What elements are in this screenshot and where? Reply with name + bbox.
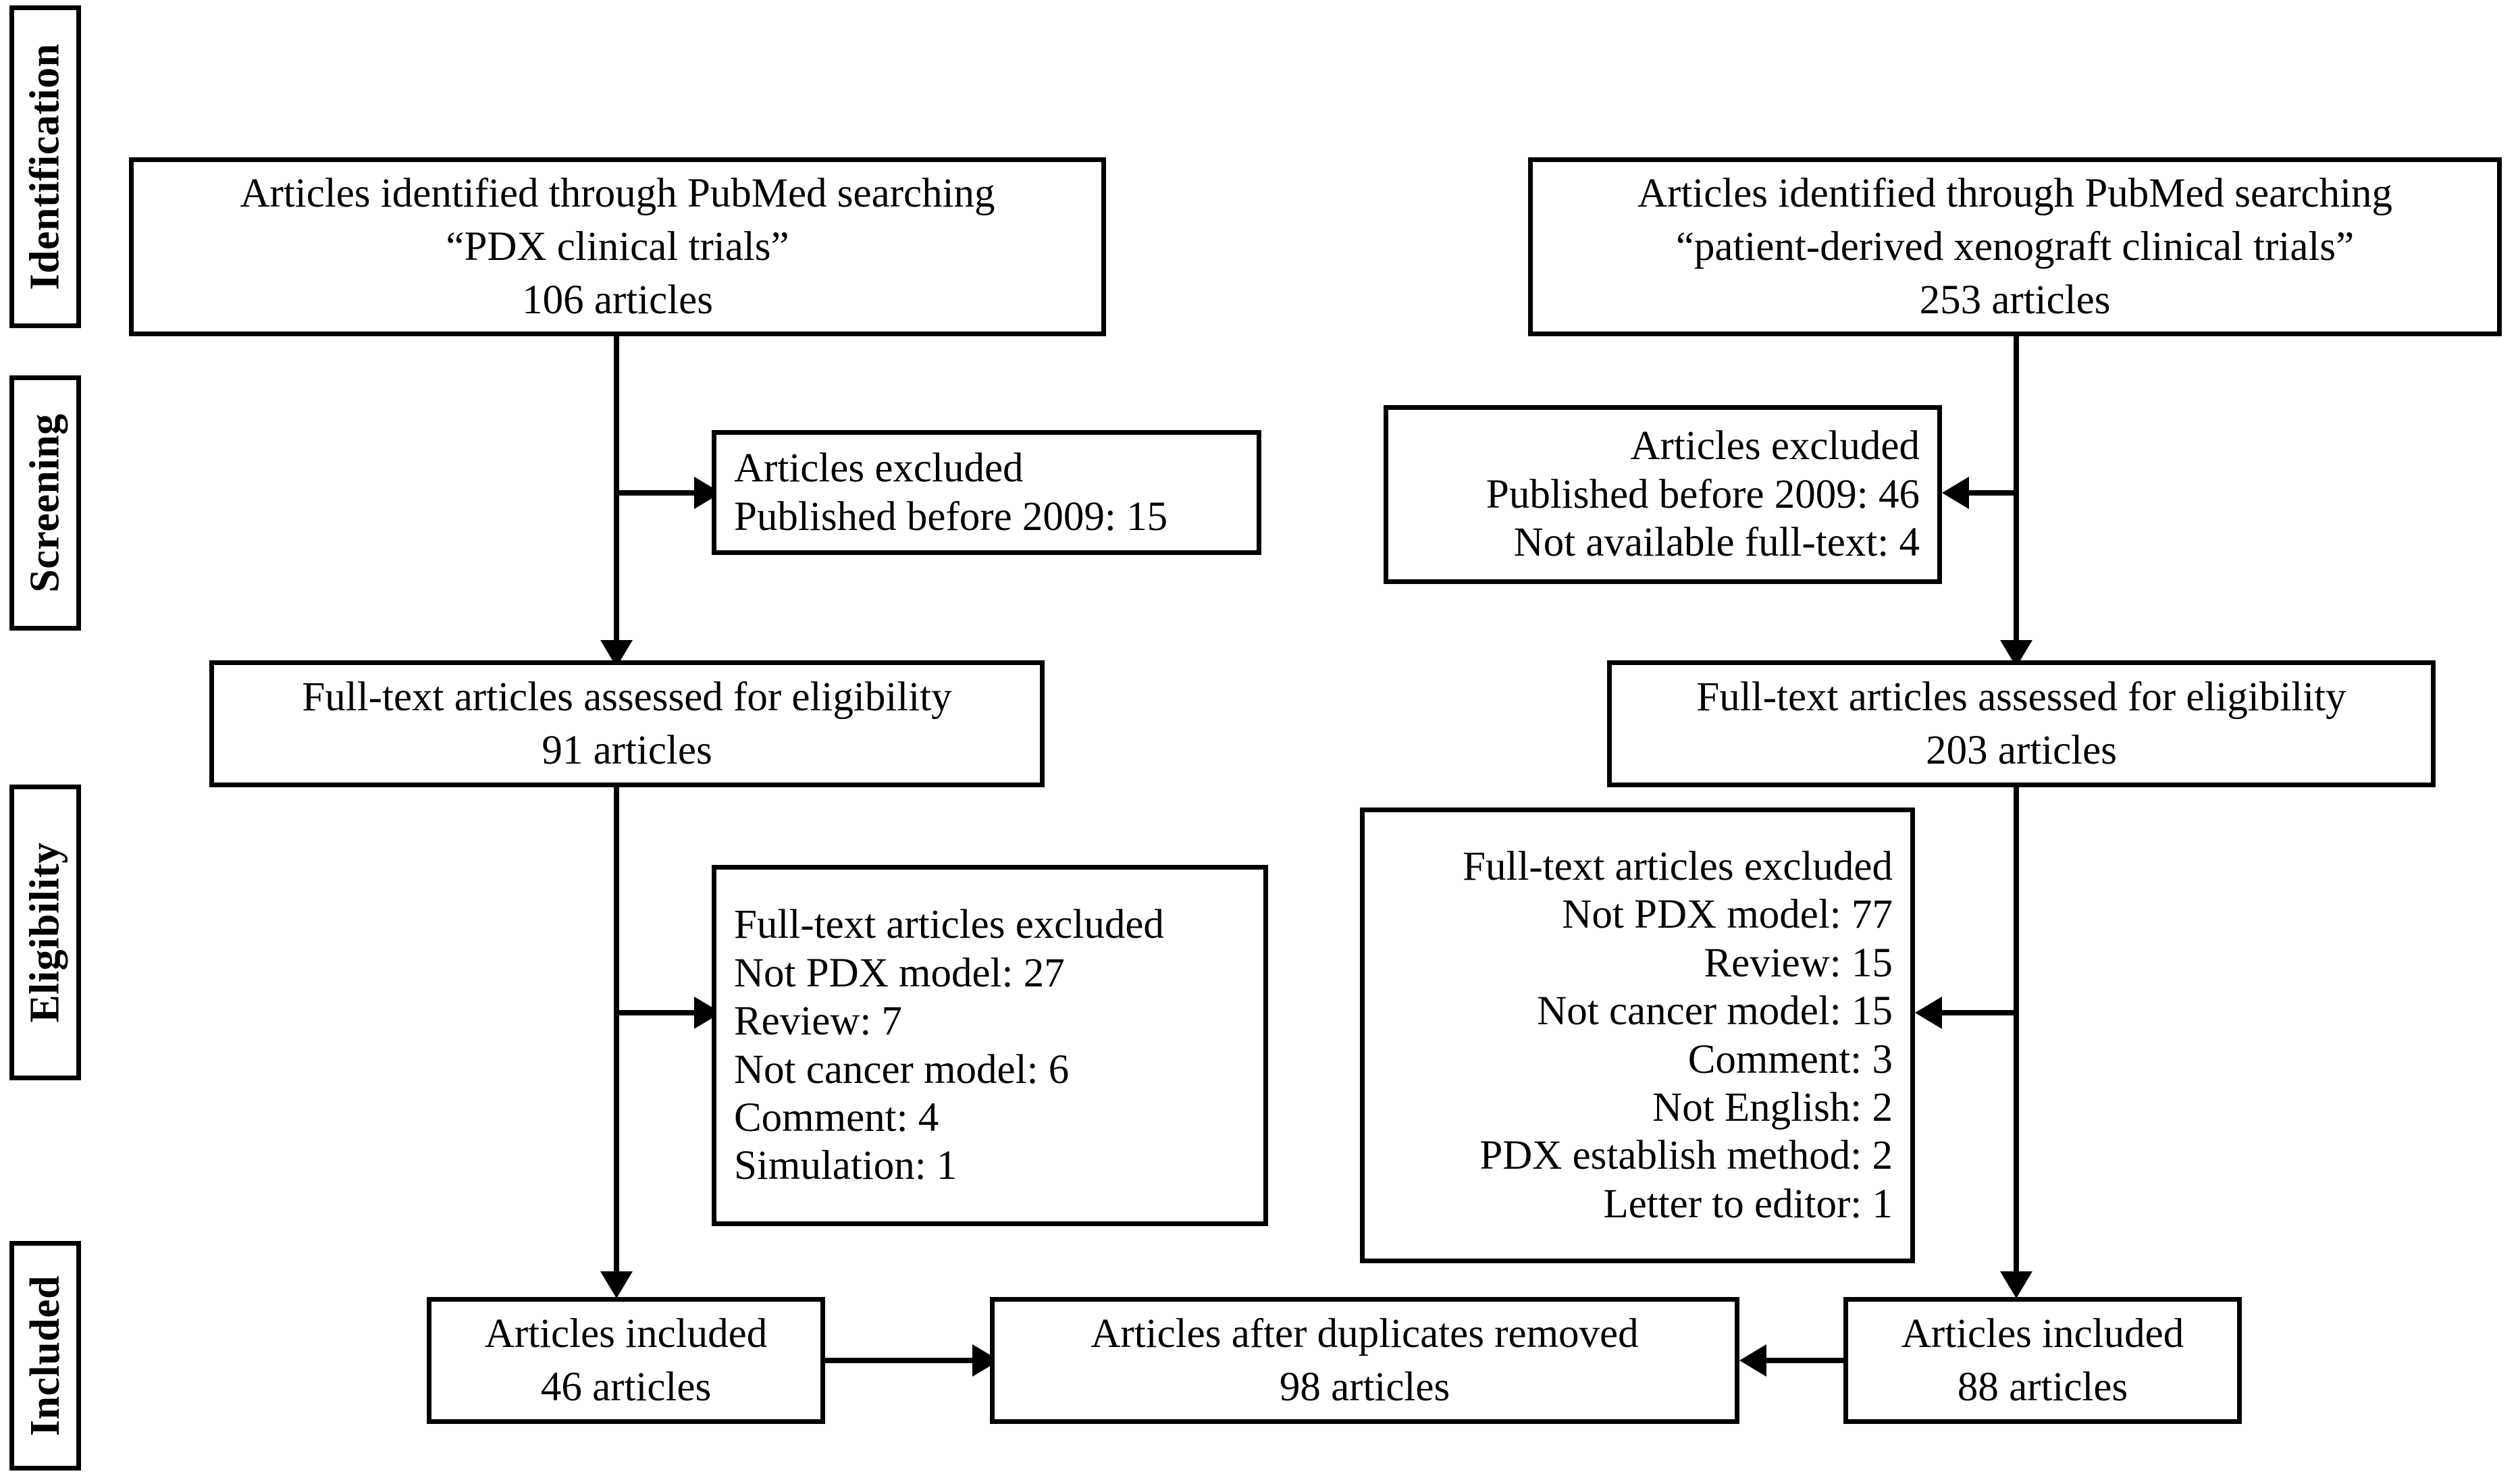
node-right-screening-excluded-line-3: Not available full-text: 4 — [1513, 520, 1920, 566]
node-right-eligibility-excluded-line-5: Comment: 3 — [1687, 1036, 1893, 1082]
connector-left-assessed-to-included — [614, 787, 619, 1278]
stage-label-identification-text: Identification — [22, 43, 69, 290]
node-right-identified: Articles identified through PubMed searc… — [1528, 157, 2502, 336]
node-right-eligibility-excluded-line-6: Not English: 2 — [1652, 1084, 1893, 1130]
node-left-eligibility-excluded: Full-text articles excluded Not PDX mode… — [712, 865, 1268, 1226]
node-left-eligibility-excluded-line-3: Review: 7 — [734, 999, 903, 1044]
connector-left-included-to-merged — [825, 1358, 991, 1363]
node-left-identified-line-1: Articles identified through PubMed searc… — [240, 170, 995, 216]
node-right-screening-excluded-line-1: Articles excluded — [1630, 423, 1920, 469]
node-right-included: Articles included 88 articles — [1843, 1297, 2242, 1424]
connector-right-assessed-to-included — [2014, 787, 2019, 1278]
connector-right-included-to-merged — [1756, 1358, 1843, 1363]
node-left-identified-line-2: “PDX clinical trials” — [446, 223, 789, 269]
node-right-included-line-1: Articles included — [1901, 1311, 2184, 1356]
node-left-eligibility-excluded-line-2: Not PDX model: 27 — [734, 950, 1065, 996]
stage-label-screening: Screening — [9, 375, 81, 631]
node-right-included-line-2: 88 articles — [1957, 1365, 2128, 1410]
node-right-eligibility-excluded-line-3: Review: 15 — [1704, 940, 1893, 986]
arrowhead-right-included-to-merged — [1739, 1344, 1766, 1377]
arrowhead-right-eligibility-excluded — [1915, 997, 1942, 1029]
node-left-eligibility-excluded-line-6: Simulation: 1 — [734, 1143, 957, 1189]
node-left-identified-line-3: 106 articles — [522, 277, 713, 323]
connector-right-to-eligibility-excluded — [1931, 1010, 2019, 1015]
node-right-screening-excluded-line-2: Published before 2009: 46 — [1486, 471, 1920, 517]
node-left-screening-excluded-line-1: Articles excluded — [734, 446, 1024, 492]
stage-label-screening-text: Screening — [22, 413, 68, 593]
node-right-assessed-line-2: 203 articles — [1926, 728, 2117, 773]
node-merged-line-1: Articles after duplicates removed — [1091, 1311, 1639, 1356]
node-right-identified-line-2: “patient-derived xenograft clinical tria… — [1675, 223, 2355, 269]
node-left-assessed: Full-text articles assessed for eligibil… — [209, 660, 1045, 787]
arrowhead-right-assessed-to-included — [2000, 1271, 2032, 1298]
node-right-eligibility-excluded-line-4: Not cancer model: 15 — [1537, 988, 1893, 1034]
stage-label-identification: Identification — [9, 5, 81, 328]
stage-label-eligibility-text: Eligibility — [22, 842, 68, 1023]
node-right-eligibility-excluded-line-2: Not PDX model: 77 — [1562, 892, 1893, 938]
node-right-eligibility-excluded: Full-text articles excluded Not PDX mode… — [1360, 808, 1915, 1263]
node-right-eligibility-excluded-line-7: PDX establish method: 2 — [1479, 1133, 1893, 1179]
node-left-assessed-line-2: 91 articles — [542, 728, 712, 773]
node-left-included-line-1: Articles included — [484, 1311, 768, 1356]
node-left-screening-excluded: Articles excluded Published before 2009:… — [712, 430, 1261, 555]
node-left-included: Articles included 46 articles — [427, 1297, 825, 1424]
node-left-included-line-2: 46 articles — [540, 1365, 712, 1410]
node-right-identified-line-1: Articles identified through PubMed searc… — [1637, 170, 2393, 216]
connector-left-to-screening-excluded — [614, 490, 712, 496]
node-merged-after-duplicates: Articles after duplicates removed 98 art… — [990, 1297, 1739, 1424]
node-left-eligibility-excluded-line-1: Full-text articles excluded — [734, 902, 1164, 948]
node-left-identified: Articles identified through PubMed searc… — [129, 157, 1106, 336]
node-left-screening-excluded-line-2: Published before 2009: 15 — [734, 494, 1168, 539]
node-right-assessed: Full-text articles assessed for eligibil… — [1607, 660, 2436, 787]
node-right-eligibility-excluded-line-1: Full-text articles excluded — [1463, 844, 1893, 890]
node-left-assessed-line-1: Full-text articles assessed for eligibil… — [302, 674, 952, 720]
arrowhead-left-assessed-to-included — [600, 1271, 633, 1298]
node-right-assessed-line-1: Full-text articles assessed for eligibil… — [1696, 674, 2346, 720]
connector-left-to-eligibility-excluded — [614, 1010, 712, 1015]
node-right-screening-excluded: Articles excluded Published before 2009:… — [1384, 405, 1942, 584]
node-right-eligibility-excluded-line-8: Letter to editor: 1 — [1603, 1181, 1893, 1227]
stage-label-included-text: Included — [22, 1275, 69, 1437]
node-merged-line-2: 98 articles — [1279, 1365, 1450, 1410]
connector-right-to-screening-excluded — [1958, 490, 2019, 496]
stage-label-included: Included — [9, 1241, 81, 1471]
stage-label-eligibility: Eligibility — [9, 785, 81, 1080]
node-left-eligibility-excluded-line-4: Not cancer model: 6 — [734, 1047, 1070, 1092]
arrowhead-right-screening-excluded — [1942, 477, 1969, 509]
node-right-identified-line-3: 253 articles — [1919, 277, 2111, 323]
node-left-eligibility-excluded-line-5: Comment: 4 — [734, 1094, 939, 1140]
